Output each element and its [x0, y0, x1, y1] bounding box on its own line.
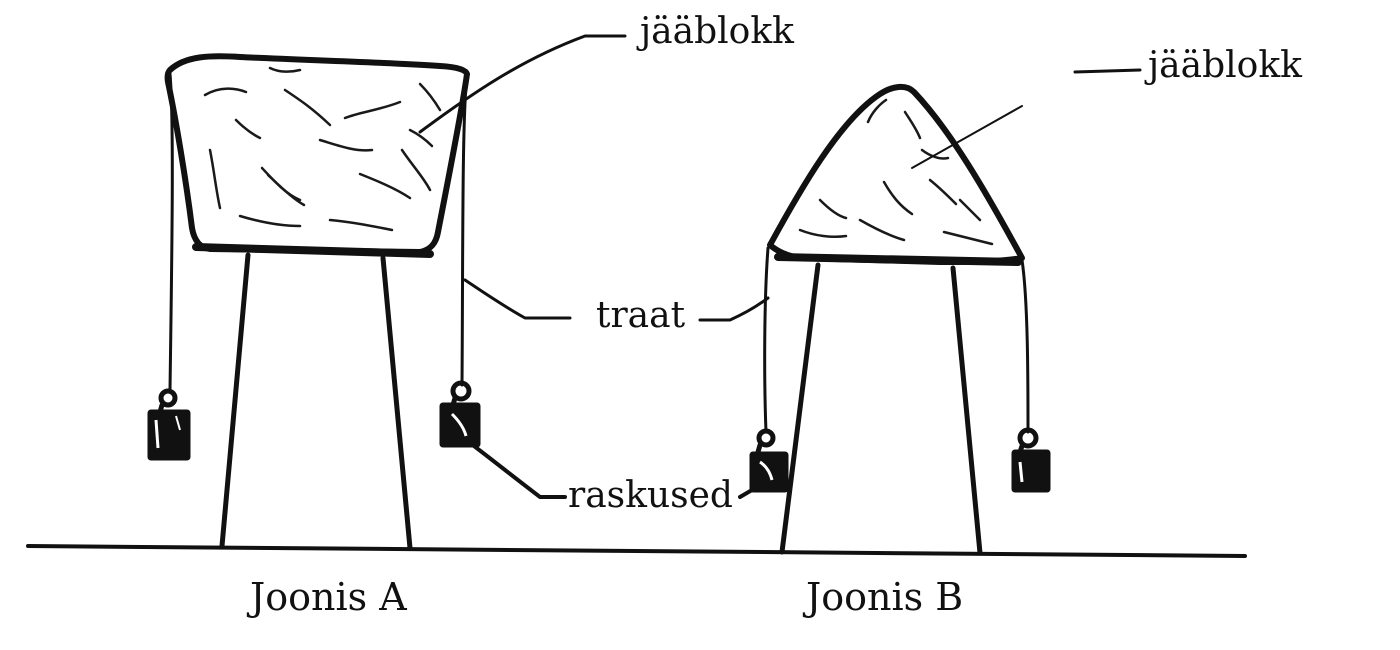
ice-block-b — [767, 84, 1025, 265]
leader-ice-b — [1073, 68, 1142, 74]
label-wire: traat — [596, 295, 686, 336]
leader-wire-b — [698, 296, 770, 322]
label-ice-block-b: jääblokk — [1148, 45, 1302, 86]
weight-a-left — [147, 388, 191, 461]
label-weights: raskused — [568, 475, 733, 516]
weight-a-right — [439, 380, 481, 448]
ground-line — [26, 544, 1247, 558]
stand-a — [192, 243, 434, 551]
figure-b — [749, 84, 1051, 556]
ice-block-a — [164, 53, 470, 255]
wire-b — [763, 246, 1030, 434]
leader-lines — [418, 34, 1142, 499]
wire-a — [168, 72, 469, 392]
caption-figure-b: Joonis B — [806, 575, 964, 619]
caption-figure-a: Joonis A — [250, 575, 407, 619]
label-ice-block-a: jääblokk — [640, 11, 794, 52]
weight-b-left — [749, 428, 789, 493]
leader-wire-a — [463, 278, 572, 320]
leader-weights-b — [738, 488, 754, 499]
stand-b — [774, 253, 1022, 556]
weight-b-right — [1011, 427, 1051, 493]
leader-ice-b-inner — [911, 105, 1023, 169]
leader-ice-a — [418, 34, 627, 134]
figure-a — [147, 53, 481, 551]
leader-weights-a — [472, 444, 567, 499]
